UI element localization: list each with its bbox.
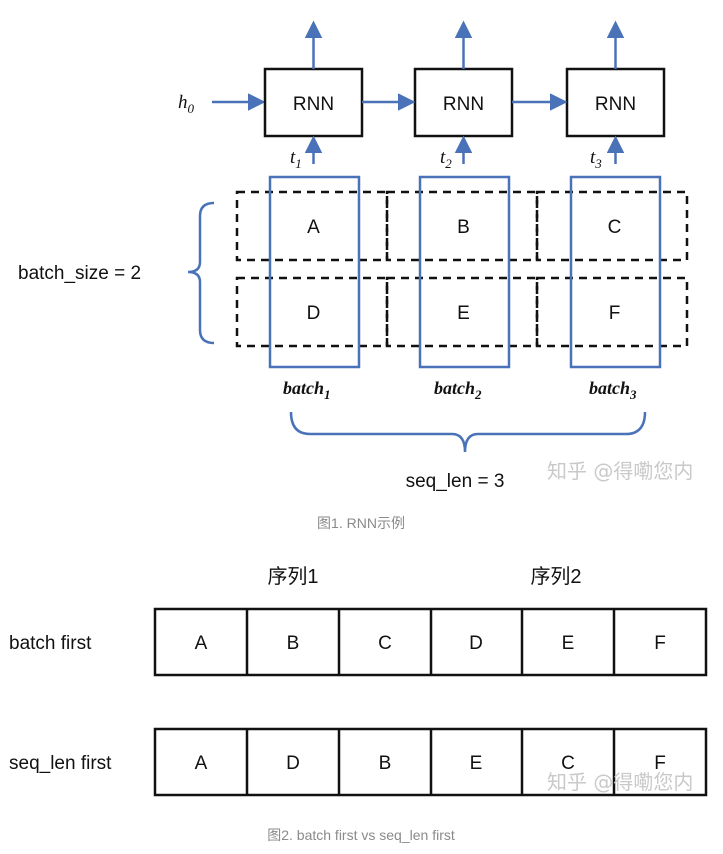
batch-size-brace [187, 201, 215, 345]
table-cell: D [469, 633, 483, 654]
data-cell-b [385, 190, 539, 262]
table-cell: F [654, 633, 666, 654]
batch-size-label: batch_size = 2 [18, 263, 141, 284]
watermark: 知乎 @得嘞您内 [547, 770, 693, 794]
table-cell: C [561, 753, 575, 774]
cell-letter: A [307, 217, 320, 238]
h0-label: h0 [178, 92, 195, 116]
table-cell: E [470, 753, 483, 774]
data-cell-e [385, 276, 539, 348]
rnn-cell-3: RNN [565, 67, 666, 138]
table-cell: A [195, 753, 208, 774]
rnn-label: RNN [595, 94, 636, 115]
table-cell: B [379, 753, 392, 774]
watermark: 知乎 @得嘞您内 [547, 459, 693, 483]
data-cell-f [535, 276, 689, 348]
cell-letter: B [457, 217, 470, 238]
sequence-header-2: 序列2 [530, 565, 581, 588]
batch-label: batch1 [283, 378, 331, 402]
sequence-header-1: 序列1 [267, 565, 318, 588]
cell-letter: E [457, 303, 470, 324]
data-cell-a [235, 190, 389, 262]
rnn-cell-1: RNN [263, 67, 364, 138]
table-cell: A [195, 633, 208, 654]
time-step-label: t3 [590, 147, 602, 171]
time-step-label: t1 [290, 147, 302, 171]
batch-box-1 [268, 175, 361, 369]
figure2-caption: 图2. batch first vs seq_len first [267, 827, 455, 843]
table-cell: E [562, 633, 575, 654]
batch-box-2 [418, 175, 511, 369]
seq-len-label: seq_len = 3 [406, 471, 505, 492]
table-cell: C [378, 633, 392, 654]
seq-len-first-row: A D B E C F [153, 727, 708, 797]
cell-letter: D [307, 303, 321, 324]
figure1-caption: 图1. RNN示例 [317, 515, 405, 531]
batch-box-3 [569, 175, 662, 369]
batch-label: batch2 [434, 378, 482, 402]
data-cell-c [535, 190, 689, 262]
time-step-label: t2 [440, 147, 452, 171]
table-cell: B [287, 633, 300, 654]
row-label-seq-len-first: seq_len first [9, 753, 112, 774]
cell-letter: F [609, 303, 621, 324]
data-cell-d [235, 276, 389, 348]
batch-first-row: A B C D E F [153, 607, 708, 677]
batch-label: batch3 [589, 378, 637, 402]
rnn-label: RNN [443, 94, 484, 115]
row-label-batch-first: batch first [9, 633, 92, 654]
table-cell: D [286, 753, 300, 774]
rnn-label: RNN [293, 94, 334, 115]
seq-len-brace [289, 411, 647, 453]
table-cell: F [654, 753, 666, 774]
cell-letter: C [608, 217, 622, 238]
rnn-cell-2: RNN [413, 67, 514, 138]
